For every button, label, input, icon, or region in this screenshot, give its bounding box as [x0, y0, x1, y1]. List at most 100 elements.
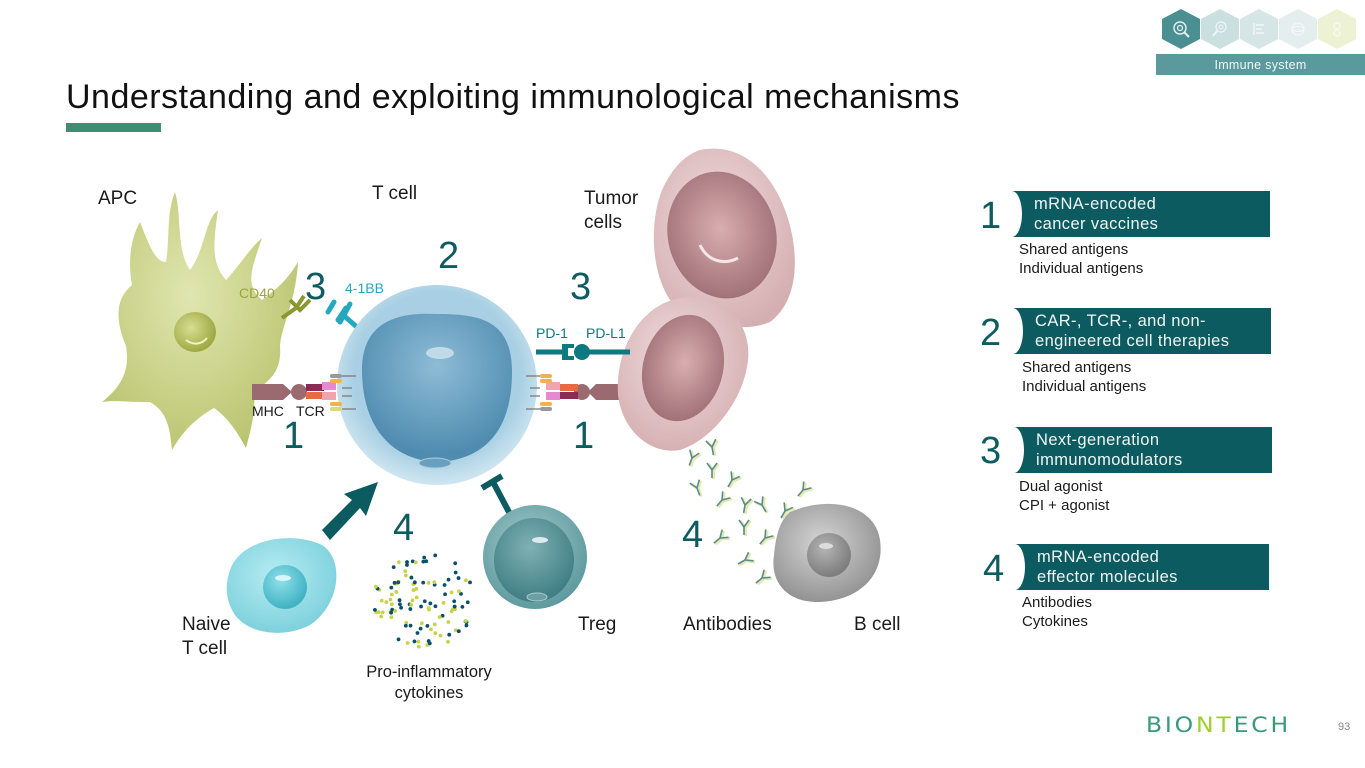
- cytokine-dot: [457, 589, 461, 594]
- cytokine-dot: [389, 610, 394, 615]
- cytokine-dot: [389, 602, 394, 607]
- cytokine-dot: [418, 626, 423, 631]
- marker-4-cytokines: 4: [393, 507, 415, 549]
- tumor-cells: [617, 148, 795, 451]
- antibody-icon: [713, 529, 729, 544]
- cytokine-dot: [392, 580, 397, 585]
- cytokine-dot: [390, 607, 395, 612]
- cytokine-dot: [413, 560, 418, 565]
- approach-title: CAR-, TCR-, and non- engineered cell the…: [1035, 312, 1230, 350]
- cytokine-dot: [433, 553, 438, 558]
- cytokine-dot: [421, 580, 426, 585]
- cytokine-dot: [426, 606, 431, 610]
- cytokine-dot: [399, 605, 403, 610]
- cytokine-dot: [410, 559, 415, 564]
- antibody-icon: [740, 496, 752, 514]
- cytokine-dot: [384, 600, 389, 605]
- cytokine-dot: [446, 620, 451, 624]
- cytokine-dot: [396, 580, 401, 585]
- cytokine-dot: [415, 631, 420, 635]
- cytokine-dot: [459, 592, 463, 596]
- cytokine-dot: [414, 587, 419, 591]
- antibody-icon: [689, 479, 701, 496]
- cytokine-dot: [425, 624, 430, 628]
- cytokine-dot: [393, 609, 398, 613]
- cytokine-dot: [442, 583, 447, 587]
- approach-item: Cytokines: [1022, 613, 1088, 630]
- cytokine-dot: [389, 615, 394, 620]
- antibody-glow: [728, 472, 742, 489]
- marker-1-right: 1: [573, 415, 595, 457]
- t-cell: [337, 285, 537, 485]
- cytokine-dot: [379, 598, 384, 603]
- cytokine-dot: [414, 595, 419, 600]
- antibody-icon: [688, 449, 700, 466]
- cytokine-dot: [443, 592, 447, 597]
- cytokine-dot: [412, 639, 417, 644]
- antibody-icon: [706, 462, 718, 478]
- label-cd40: CD40: [239, 285, 275, 301]
- approach-title: mRNA-encoded effector molecules: [1037, 548, 1178, 586]
- pd1-pdl1-interaction: [536, 344, 630, 360]
- immune-system-icon[interactable]: [1162, 9, 1200, 49]
- approach-item: Shared antigens: [1022, 359, 1132, 376]
- approach-number: 1: [980, 195, 1002, 237]
- marker-3-pd1: 3: [570, 266, 592, 308]
- cytokine-dot: [403, 623, 408, 628]
- cytokine-dot: [432, 580, 437, 585]
- approach-item: CPI + agonist: [1019, 497, 1110, 514]
- molecule-icon[interactable]: [1318, 9, 1356, 49]
- 4-1bb-receptor: [325, 299, 361, 331]
- mhc-tcr-complex-left: [252, 374, 356, 411]
- cytokine-dot: [398, 602, 402, 607]
- target-search-icon[interactable]: [1201, 9, 1239, 49]
- cytokine-dot: [422, 599, 427, 604]
- label-naive-t-cell: Naive T cell: [182, 614, 231, 659]
- logo-text: BIONTECH: [1146, 713, 1291, 737]
- list-icon[interactable]: [1240, 9, 1278, 49]
- cytokine-dot: [438, 633, 443, 638]
- section-label[interactable]: Immune system: [1156, 54, 1365, 75]
- cytokine-dot: [463, 578, 468, 583]
- cytokine-dot: [424, 559, 429, 564]
- cytokine-dot: [422, 555, 427, 560]
- antibody-icon: [727, 471, 741, 488]
- globe-icon[interactable]: [1279, 9, 1317, 49]
- cytokine-dot: [373, 584, 378, 589]
- marker-4-antibodies: 4: [682, 514, 704, 556]
- cytokine-dot: [437, 615, 442, 620]
- approach-title: mRNA-encoded cancer vaccines: [1034, 195, 1159, 233]
- cytokine-dot: [421, 559, 426, 564]
- antibody-icon: [738, 519, 750, 535]
- mhc-tcr-complex-right: [526, 374, 622, 411]
- antibody-glow: [741, 497, 754, 515]
- antibody-icon: [755, 569, 771, 584]
- cytokine-dot: [453, 570, 458, 575]
- antibody-icon: [716, 491, 731, 507]
- cytokine-dot: [416, 639, 421, 644]
- cytokine-dot: [396, 560, 401, 565]
- biontech-logo: BIONTECH: [1146, 713, 1302, 737]
- label-pro-inflammatory-cytokines: Pro-inflammatory cytokines: [366, 663, 492, 702]
- antibody-icon: [737, 551, 754, 565]
- cytokine-dot: [446, 577, 451, 582]
- cytokine-dot: [412, 580, 417, 585]
- cytokine-dot: [404, 620, 409, 625]
- label-tumor-cells: Tumor cells: [584, 188, 639, 233]
- cytokine-dot: [373, 607, 377, 612]
- cytokine-dot: [397, 598, 402, 603]
- approach-item: Individual antigens: [1019, 260, 1144, 277]
- title-underline: [66, 123, 161, 132]
- antibody-molecules: [688, 438, 814, 586]
- apc-cell: [102, 192, 298, 450]
- cytokine-dot: [426, 639, 431, 643]
- cytokine-dot: [388, 597, 393, 602]
- label-mhc: MHC: [252, 403, 284, 419]
- approach-item: Dual agonist: [1019, 478, 1103, 495]
- approach-number: 3: [980, 430, 1002, 472]
- cytokine-dot: [403, 573, 408, 578]
- label-b-cell: B cell: [854, 614, 901, 635]
- naive-t-cell: [226, 538, 337, 633]
- page-title: Understanding and exploiting immunologic…: [66, 78, 960, 116]
- cytokine-dot: [405, 563, 409, 567]
